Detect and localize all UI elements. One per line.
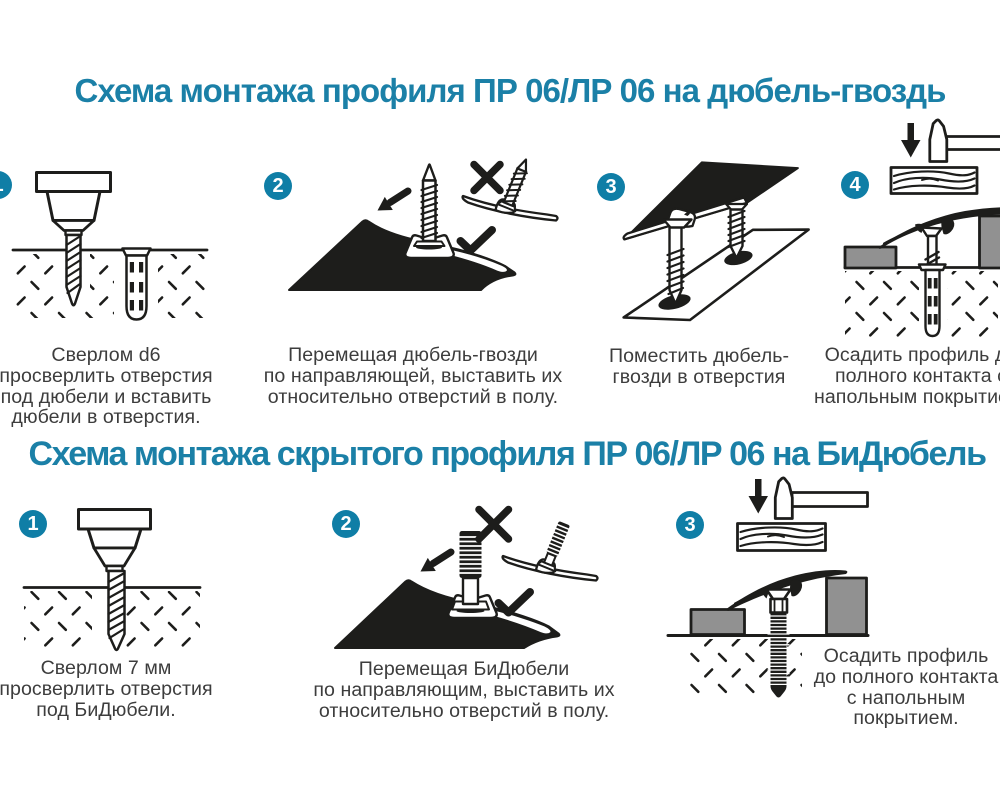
step-badge-1-1: 1 (0, 171, 12, 199)
caption-line: до полного контакта (813, 665, 999, 688)
caption-line: Осадить профиль до (824, 344, 1000, 366)
caption-line: покрытием. (853, 707, 959, 730)
caption-line: по направляющей, выставить их (263, 364, 563, 387)
caption-line: под БиДюбели. (36, 698, 176, 721)
caption-2-1: Сверлом 7 мм просверлить отверстия под Б… (0, 658, 213, 720)
caption-line: просверлить отверстия (0, 677, 213, 700)
caption-line: относительно отверстий в полу. (318, 699, 610, 722)
caption-line: напольным покрытием. (813, 385, 1000, 408)
caption-line: относительно отверстий в полу. (267, 385, 559, 408)
section-2-title: Схема монтажа скрытого профиля ПР 06/ЛР … (28, 435, 986, 473)
caption-line: Поместить дюбель- (608, 345, 790, 367)
caption-2-2: Перемещая БиДюбели по направляющим, выст… (313, 659, 614, 721)
caption-line: Перемещая БиДюбели (358, 658, 570, 680)
step-badge-2-1: 1 (19, 510, 47, 538)
profile-with-dowel-nail-icon (288, 158, 559, 291)
caption-line: Сверлом 7 мм (40, 657, 172, 679)
step-badge-1-4: 4 (841, 171, 869, 199)
step-badge-2-3: 3 (676, 511, 704, 539)
caption-line: Сверлом d6 (51, 344, 161, 366)
hammer-seat-profile-icon (843, 118, 1000, 340)
drill-and-dowel-icon (11, 171, 209, 325)
caption-1-3: Поместить дюбель- гвозди в отверстия (609, 346, 789, 388)
caption-1-1: Сверлом d6 просверлить отверстия под дюб… (0, 345, 213, 428)
step-badge-1-2: 2 (264, 172, 292, 200)
caption-line: просверлить отверстия (0, 364, 213, 387)
hammer-seat-hidden-profile-icon (666, 476, 870, 699)
section-1-title: Схема монтажа профиля ПР 06/ЛР 06 на дюб… (74, 72, 946, 109)
profile-with-bidowel-icon (334, 505, 599, 649)
caption-line: с напольным (846, 686, 966, 709)
drill-icon (22, 508, 202, 654)
caption-2-3: Осадить профиль до полного контакта с на… (814, 646, 999, 729)
step-badge-2-2: 2 (332, 510, 360, 538)
caption-line: дюбели в отверстия. (11, 406, 201, 429)
step-badge-1-3: 3 (597, 173, 625, 201)
caption-line: гвозди в отверстия (612, 365, 786, 388)
caption-line: под дюбели и вставить (0, 385, 212, 408)
caption-line: полного контакта с (834, 364, 1000, 387)
caption-line: по направляющим, выставить их (313, 678, 615, 701)
caption-1-2: Перемещая дюбель-гвозди по направляющей,… (264, 345, 563, 407)
caption-line: Перемещая дюбель-гвозди (288, 344, 538, 366)
caption-line: Осадить профиль (823, 645, 989, 667)
profile-over-holes-icon (622, 161, 810, 322)
caption-1-4: Осадить профиль до полного контакта с на… (814, 345, 1000, 407)
